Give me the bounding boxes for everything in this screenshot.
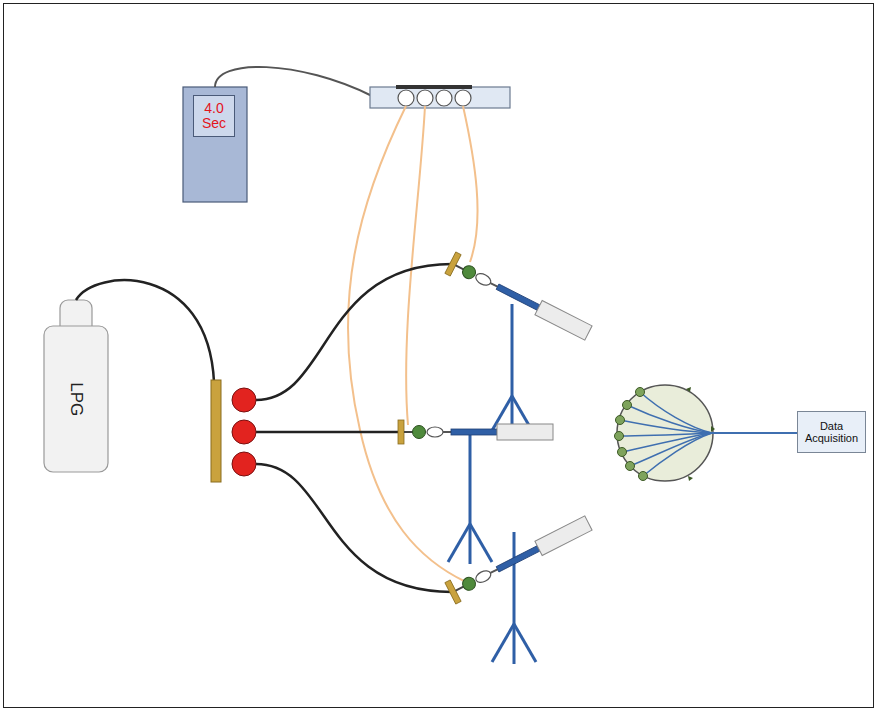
- relay-sockets: [398, 90, 471, 106]
- data-acquisition-box: Data Acquisition: [797, 411, 866, 453]
- burner-bottom: [445, 512, 594, 664]
- timer-cable: [215, 67, 372, 96]
- burner-top: [445, 252, 594, 436]
- signal-wires: [348, 106, 478, 582]
- timer-display: 4.0 Sec: [193, 95, 235, 137]
- node-text: LPG: [67, 382, 86, 416]
- gas-bottle: [44, 326, 108, 472]
- valve-knobs: [232, 388, 256, 476]
- sensor-disc: [615, 385, 798, 481]
- relay-strip: [370, 87, 510, 108]
- node-text: 4.0 Sec: [196, 101, 232, 132]
- gas-bottle-label: LPG: [44, 326, 108, 472]
- node-text: Data Acquisition: [800, 420, 863, 444]
- manifold: [211, 380, 221, 482]
- relay-bar: [396, 85, 472, 89]
- burner-middle: [398, 420, 553, 564]
- supply-hose: [76, 280, 214, 382]
- frame: [4, 4, 874, 708]
- timer-body: [183, 87, 247, 202]
